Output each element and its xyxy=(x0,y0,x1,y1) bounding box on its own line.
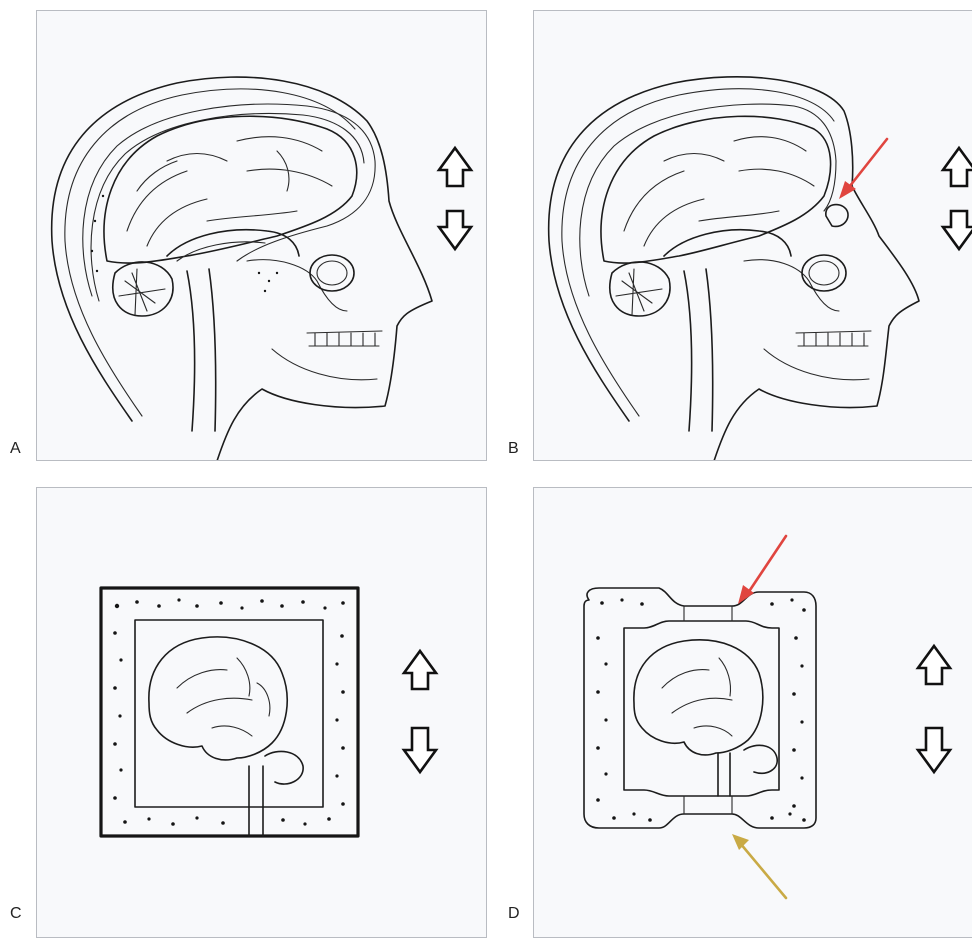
up-down-arrows xyxy=(439,148,471,249)
panel-a xyxy=(36,10,487,461)
face-skull xyxy=(744,255,871,380)
bone-dots xyxy=(113,598,345,825)
panel-b xyxy=(533,10,972,461)
up-down-arrows xyxy=(943,148,972,249)
panel-label-d: D xyxy=(508,905,520,923)
panel-d xyxy=(533,487,972,938)
brain-shape xyxy=(149,637,303,807)
face-skull xyxy=(247,255,382,380)
brain-gyri xyxy=(601,116,831,263)
brainstem-spine xyxy=(187,269,216,431)
head-outline xyxy=(549,77,919,461)
sagittal-head-drawing xyxy=(37,11,487,461)
schematic-box-defects xyxy=(534,488,972,938)
head-outline xyxy=(52,77,432,461)
panel-c xyxy=(36,487,487,938)
corpus-callosum xyxy=(664,230,791,256)
down-arrow-icon xyxy=(439,211,471,249)
brain-shape xyxy=(634,640,777,796)
brain-gyri xyxy=(104,116,357,263)
brainstem-spine xyxy=(684,269,713,431)
skull-frame xyxy=(101,588,358,836)
up-arrow-icon xyxy=(943,148,972,186)
bone-dots xyxy=(596,598,806,821)
yellow-arrow xyxy=(732,834,786,898)
schematic-box-normal xyxy=(37,488,487,938)
cerebellum xyxy=(610,262,670,316)
red-arrow xyxy=(738,536,786,604)
panel-label-b: B xyxy=(508,440,519,458)
down-arrow-icon xyxy=(918,728,950,772)
panel-label-c: C xyxy=(10,905,22,923)
red-arrow xyxy=(839,139,887,199)
cerebellum xyxy=(113,262,173,316)
skull-frame-open xyxy=(584,588,816,828)
up-arrow-icon xyxy=(404,651,436,689)
sagittal-head-drawing-defect xyxy=(534,11,972,461)
up-down-arrows xyxy=(918,646,950,772)
skull-inner xyxy=(83,104,375,301)
down-arrow-icon xyxy=(943,211,972,249)
down-arrow-icon xyxy=(404,728,436,772)
up-arrow-icon xyxy=(918,646,950,684)
panel-label-a: A xyxy=(10,440,21,458)
up-arrow-icon xyxy=(439,148,471,186)
up-down-arrows xyxy=(404,651,436,772)
frontal-defect-bulge xyxy=(826,205,848,227)
